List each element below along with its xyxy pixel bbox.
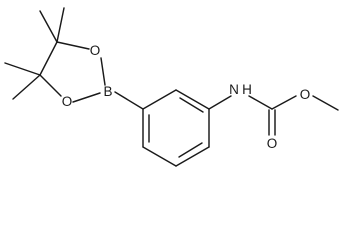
- oxygen-bottom-label: O: [62, 94, 73, 109]
- methyl-bond-3: [4, 62, 41, 76]
- methyl-bond-2: [56, 7, 65, 43]
- benzene-ring: [142, 89, 210, 167]
- ring-bond-1: [142, 89, 177, 110]
- hydrogen-label: H: [242, 82, 252, 97]
- ring-double-2: [178, 142, 203, 158]
- dioxaborolane-ring: [39, 41, 106, 103]
- bond-o-top-b: [100, 57, 106, 86]
- carbamate-group: [208, 95, 339, 136]
- methyl-bond-4: [12, 74, 41, 100]
- bond-o-methyl: [312, 95, 339, 111]
- ring-bond-4: [175, 146, 210, 167]
- boron-label: B: [103, 84, 112, 99]
- bond-b-aryl: [114, 91, 144, 110]
- bond-n-c: [248, 95, 273, 110]
- structure-diagram: O O B N H O O: [4, 7, 339, 167]
- bond-aryl-n: [208, 95, 232, 110]
- ring-bond-5: [142, 146, 177, 167]
- carbonyl-oxygen-label: O: [267, 136, 278, 151]
- oxygen-top-label: O: [90, 43, 101, 58]
- bond-c-o-ester: [271, 95, 297, 110]
- nitrogen-label: N: [229, 82, 239, 97]
- bond-o-bottom-c-bottom: [39, 74, 62, 97]
- bond-c-top-o-top: [56, 41, 90, 50]
- ester-oxygen-label: O: [300, 87, 311, 102]
- bond-c-c-ring: [39, 41, 58, 76]
- ring-bond-2: [175, 89, 210, 110]
- methyl-bond-1: [39, 10, 58, 43]
- methyl-groups: [4, 7, 65, 100]
- ring-double-1: [179, 97, 204, 113]
- bond-b-o-bottom: [72, 92, 101, 103]
